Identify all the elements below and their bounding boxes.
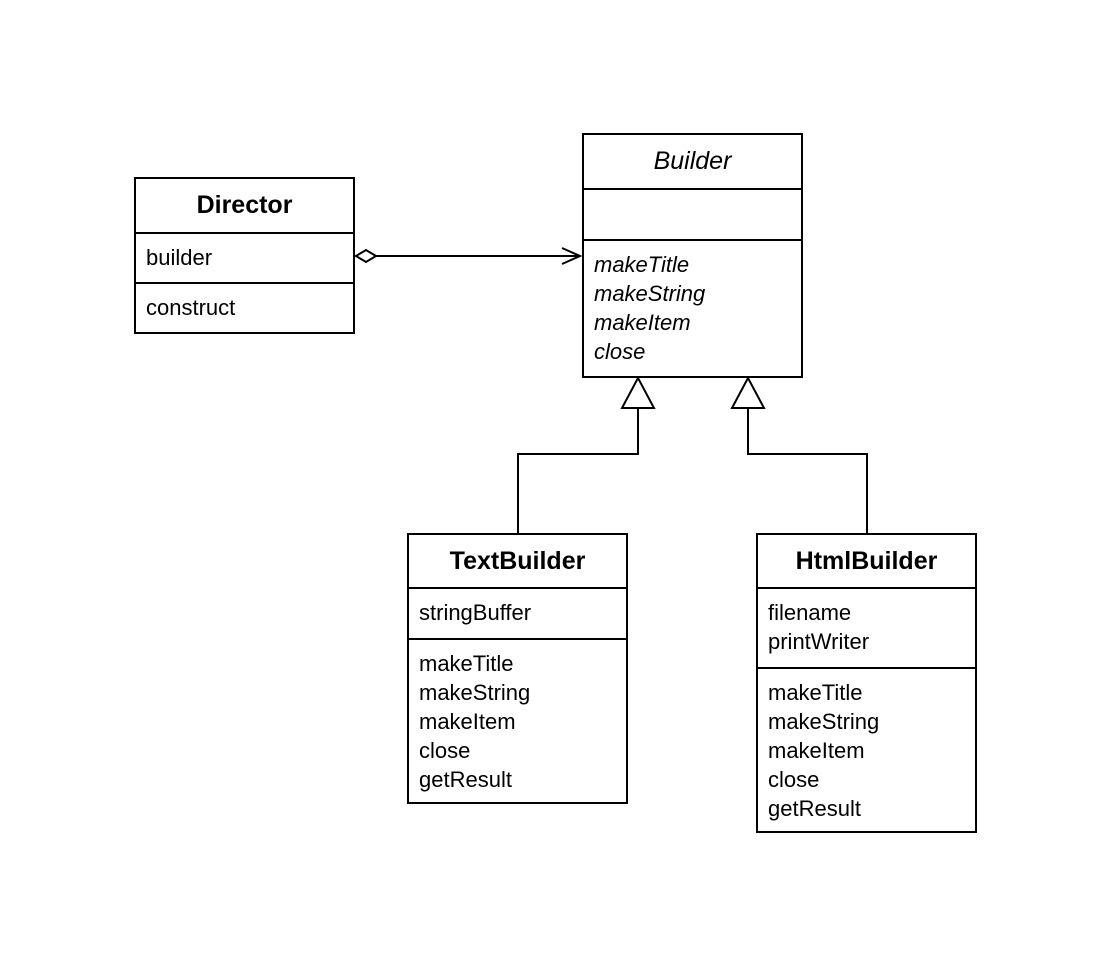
operations-section: construct: [136, 284, 353, 322]
operation: close: [419, 738, 471, 763]
operations-section: makeTitle makeString makeItem close getR…: [758, 669, 975, 823]
generalization-textbuilder-builder: [517, 375, 656, 534]
operation: makeString: [768, 709, 880, 734]
operation: makeItem: [594, 310, 691, 335]
attribute: filename: [768, 600, 852, 625]
operation: makeTitle: [419, 651, 514, 676]
operations-section: makeTitle makeString makeItem close: [584, 241, 801, 366]
operation: close: [768, 767, 820, 792]
attributes-section: filename printWriter: [758, 589, 975, 669]
class-htmlbuilder: HtmlBuilder filename printWriter makeTit…: [756, 533, 977, 833]
operation: close: [594, 339, 646, 364]
attributes-section: builder: [136, 234, 353, 284]
attribute: printWriter: [768, 629, 870, 654]
class-name: HtmlBuilder: [758, 535, 975, 589]
class-name: Builder: [584, 135, 801, 190]
navigability-arrow-icon: [561, 247, 583, 265]
attributes-section: stringBuffer: [409, 589, 626, 640]
operation: makeString: [594, 281, 706, 306]
attribute: builder: [146, 245, 213, 270]
operation: makeTitle: [594, 252, 690, 277]
operation: makeString: [419, 680, 531, 705]
inheritance-triangle-icon: [730, 375, 766, 409]
operation: makeItem: [419, 709, 516, 734]
operation: makeTitle: [768, 680, 863, 705]
operations-section: makeTitle makeString makeItem close getR…: [409, 640, 626, 794]
operation: getResult: [419, 767, 512, 792]
attribute: stringBuffer: [419, 600, 532, 625]
class-director: Director builder construct: [134, 177, 355, 334]
class-textbuilder: TextBuilder stringBuffer makeTitle makeS…: [407, 533, 628, 804]
generalization-htmlbuilder-builder: [730, 375, 868, 534]
class-name: TextBuilder: [409, 535, 626, 589]
operation: construct: [146, 295, 236, 320]
operation: getResult: [768, 796, 861, 821]
aggregation-director-builder: [354, 247, 583, 265]
inheritance-triangle-icon: [620, 375, 656, 409]
attributes-section: [584, 190, 801, 241]
operation: makeItem: [768, 738, 865, 763]
class-builder: Builder makeTitle makeString makeItem cl…: [582, 133, 803, 378]
aggregation-diamond-icon: [354, 248, 378, 264]
class-name: Director: [136, 179, 353, 234]
